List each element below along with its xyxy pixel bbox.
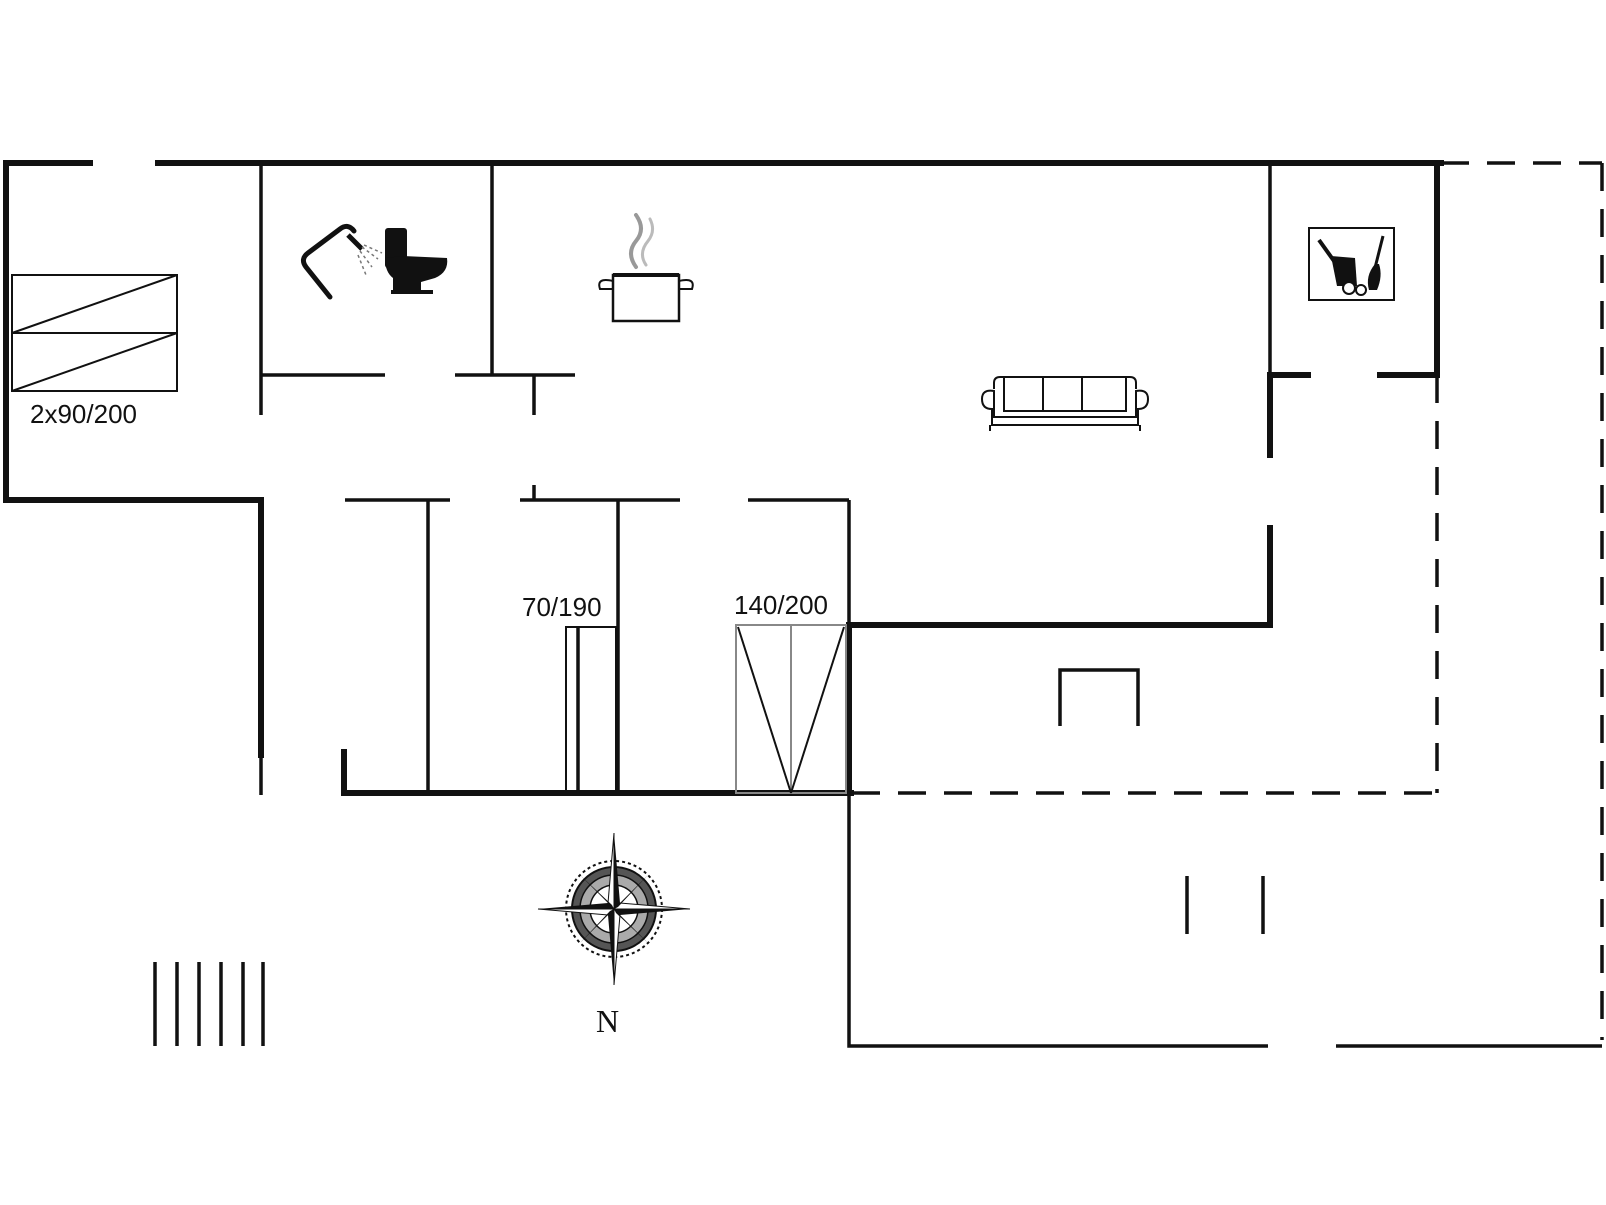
sofa-icon [980, 376, 1150, 431]
terrace-outline [852, 161, 1604, 1040]
cooking-pot-icon [598, 213, 694, 323]
shower-icon [300, 223, 383, 300]
twin-beds [11, 274, 178, 392]
annex-outline [847, 668, 1602, 1048]
bed-label-bedroom-3: 140/200 [734, 590, 828, 620]
bed-label-bedroom-2: 70/190 [522, 592, 602, 622]
utility-room-icon [1308, 227, 1395, 301]
north-label: N [596, 1003, 619, 1039]
bed-label-bedroom-1: 2x90/200 [30, 399, 137, 429]
walls [3, 160, 1444, 796]
compass-rose-icon [537, 832, 691, 986]
double-bed [735, 624, 847, 794]
toilet-icon [385, 228, 448, 294]
single-bed [565, 626, 617, 794]
entrance-steps [153, 962, 265, 1046]
